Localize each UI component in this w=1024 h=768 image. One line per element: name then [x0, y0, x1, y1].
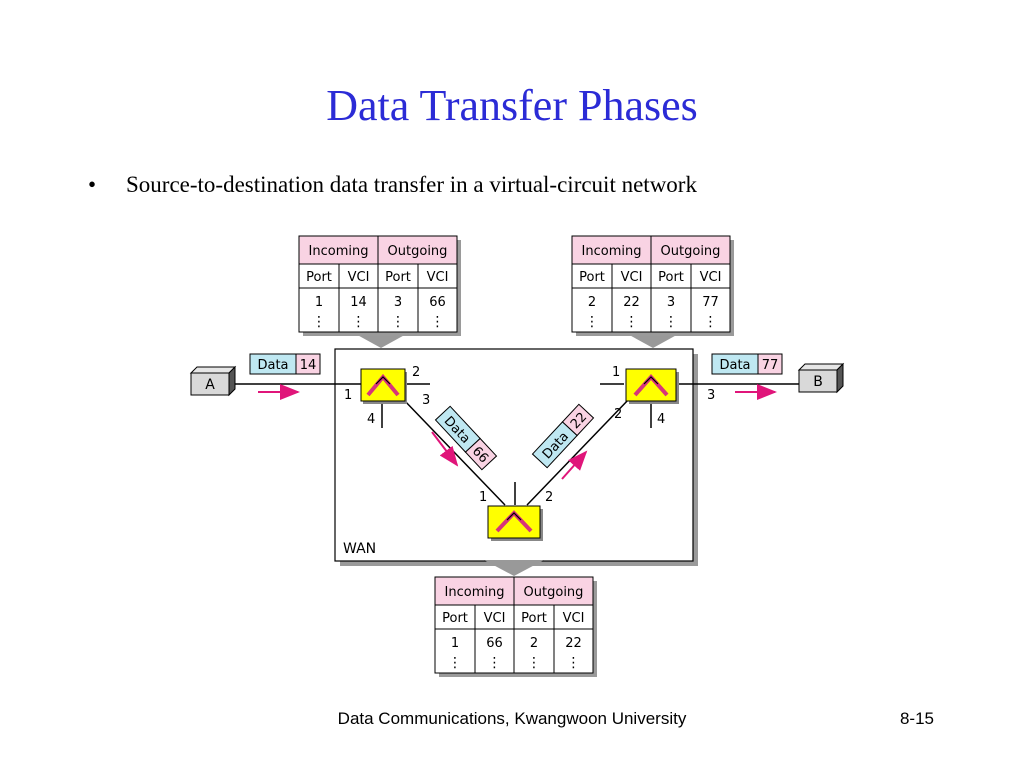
slide-title: Data Transfer Phases	[326, 81, 698, 130]
switch-2-table: Incoming Outgoing Port VCI Port VCI 2 22…	[571, 235, 734, 336]
ellipsis: ⋮	[312, 314, 326, 330]
port-header: Port	[385, 270, 411, 285]
ellipsis: ⋮	[704, 314, 718, 330]
switch-1	[360, 368, 407, 404]
ellipsis: ⋮	[352, 314, 366, 330]
arrow-s3-to-s2	[561, 450, 588, 480]
out-port-cell: 3	[667, 295, 675, 310]
ellipsis: ⋮	[448, 655, 462, 671]
switch-2	[625, 368, 679, 404]
in-port-cell: 1	[315, 295, 323, 310]
s1-port-4: 4	[367, 412, 375, 427]
ellipsis: ⋮	[431, 314, 445, 330]
port-header: Port	[306, 270, 332, 285]
outgoing-header: Outgoing	[661, 244, 721, 259]
s2-port-1: 1	[612, 365, 620, 380]
in-vci-cell: 66	[486, 636, 503, 651]
bullet-marker: •	[88, 172, 97, 197]
in-vci-cell: 14	[350, 295, 367, 310]
arrow-s1-to-s3	[431, 431, 459, 467]
out-vci-cell: 77	[702, 295, 719, 310]
out-port-cell: 3	[394, 295, 402, 310]
port-header: Port	[521, 611, 547, 626]
out-vci-cell: 66	[429, 295, 446, 310]
wan-label: WAN	[343, 541, 376, 557]
in-port-cell: 2	[588, 295, 596, 310]
footer-page-number: 8-15	[899, 709, 934, 728]
port-header: Port	[579, 270, 605, 285]
in-port-cell: 1	[451, 636, 459, 651]
ellipsis: ⋮	[391, 314, 405, 330]
frame-s2-to-b: Data 77	[711, 353, 783, 375]
incoming-header: Incoming	[445, 585, 505, 600]
s2-port-2: 2	[614, 407, 622, 422]
s1-port-2: 2	[412, 365, 420, 380]
port-header: Port	[442, 611, 468, 626]
in-vci-cell: 22	[623, 295, 640, 310]
frame-data-label: Data	[257, 358, 288, 373]
switch-3	[487, 505, 543, 541]
frame-data-label: Data	[719, 358, 750, 373]
switch-1-table: Incoming Outgoing Port VCI Port VCI 1 14…	[298, 235, 461, 336]
switch-3-table: Incoming Outgoing Port VCI Port VCI 1 66…	[434, 576, 597, 677]
s1-port-1: 1	[344, 388, 352, 403]
vci-header: VCI	[484, 611, 506, 626]
ellipsis: ⋮	[527, 655, 541, 671]
s3-port-1: 1	[479, 490, 487, 505]
s1-port-3: 3	[422, 393, 430, 408]
ellipsis: ⋮	[585, 314, 599, 330]
ellipsis: ⋮	[567, 655, 581, 671]
vci-header: VCI	[700, 270, 722, 285]
vci-header: VCI	[427, 270, 449, 285]
out-port-cell: 2	[530, 636, 538, 651]
out-vci-cell: 22	[565, 636, 582, 651]
s3-port-2: 2	[545, 490, 553, 505]
ellipsis: ⋮	[488, 655, 502, 671]
port-header: Port	[658, 270, 684, 285]
ellipsis: ⋮	[625, 314, 639, 330]
s2-port-3: 3	[707, 388, 715, 403]
bullet-item: • Source-to-destination data transfer in …	[88, 172, 697, 198]
vci-header: VCI	[348, 270, 370, 285]
incoming-header: Incoming	[309, 244, 369, 259]
host-b-label: B	[813, 374, 823, 390]
outgoing-header: Outgoing	[388, 244, 448, 259]
frame-s3-to-s2: Data 22	[531, 403, 595, 469]
s2-port-4: 4	[657, 412, 665, 427]
frame-a-to-s1: Data 14	[249, 353, 321, 375]
host-a-box	[190, 372, 230, 396]
host-a-label: A	[205, 377, 215, 393]
vci-header: VCI	[563, 611, 585, 626]
outgoing-header: Outgoing	[524, 585, 584, 600]
incoming-header: Incoming	[582, 244, 642, 259]
frame-vci-label: 77	[762, 358, 779, 373]
table-3-pointer	[484, 560, 544, 576]
vci-header: VCI	[621, 270, 643, 285]
ellipsis: ⋮	[664, 314, 678, 330]
bullet-text: Source-to-destination data transfer in a…	[126, 172, 697, 197]
footer-course: Data Communications, Kwangwoon Universit…	[337, 709, 687, 728]
frame-vci-label: 14	[300, 358, 317, 373]
host-b-box	[798, 369, 838, 393]
